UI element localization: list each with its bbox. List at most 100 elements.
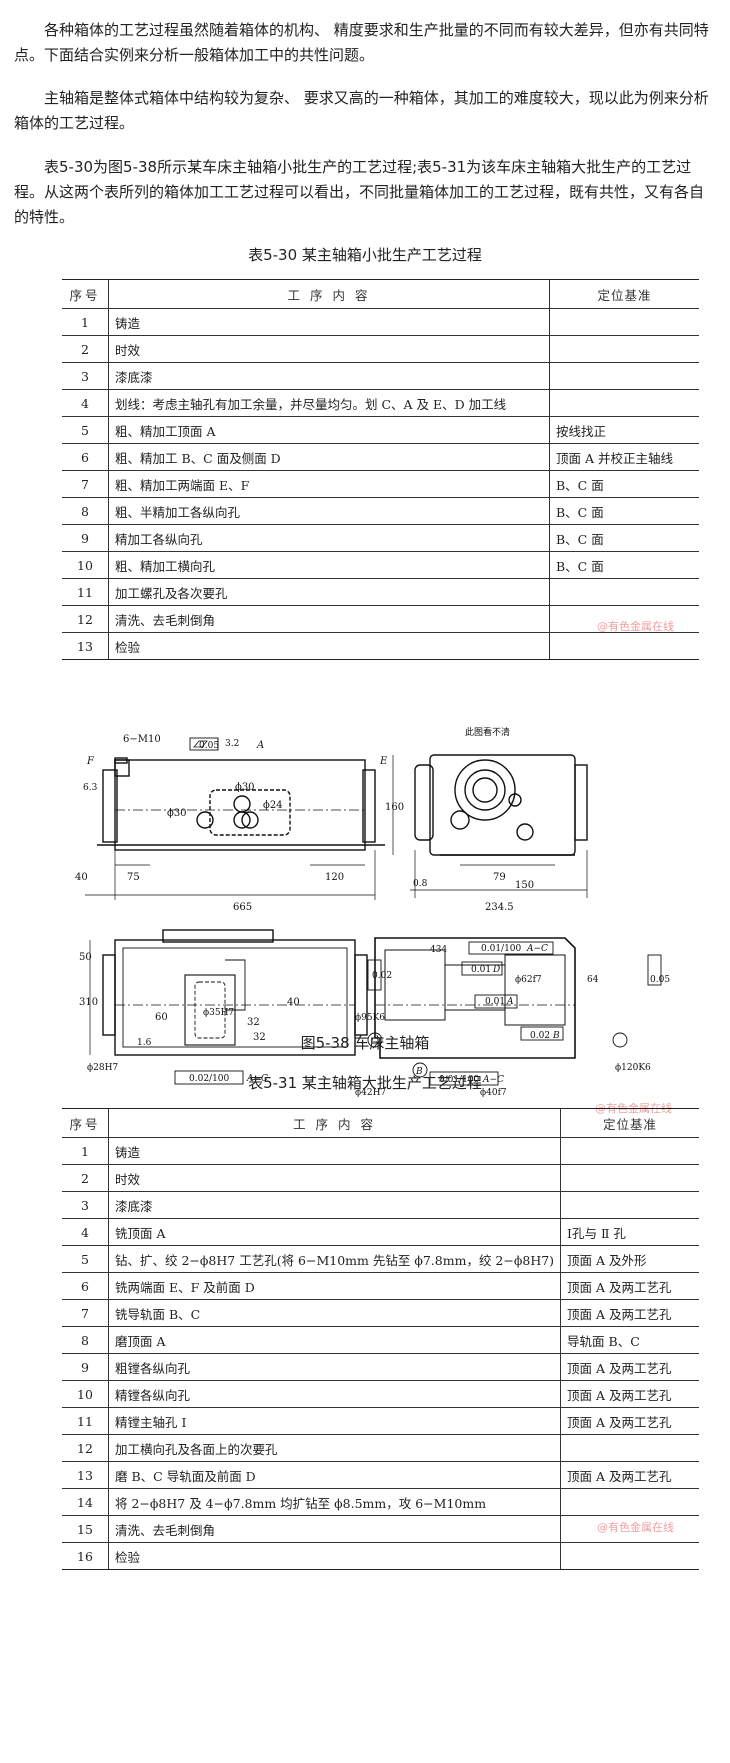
row-content: 漆底漆 xyxy=(108,362,550,390)
side-view xyxy=(392,754,588,898)
row-content: 时效 xyxy=(108,1164,562,1192)
row-number: 14 xyxy=(62,1488,109,1516)
label-roughness-08: 0.8 xyxy=(413,879,428,889)
label-dim-50: 50 xyxy=(79,952,92,963)
row-content: 铸造 xyxy=(108,308,550,336)
table-header-row: 序号 工 序 内 容 定位基准 xyxy=(62,1108,699,1138)
row-datum: 顶面 A 并校正主轴线 xyxy=(549,443,699,471)
label-dia-24: ϕ24 xyxy=(263,800,283,811)
row-number: 7 xyxy=(62,470,109,498)
row-content: 粗、半精加工各纵向孔 xyxy=(108,497,550,525)
label-datum-ac-bottom: A−C xyxy=(482,1075,504,1085)
row-content: 精加工各纵向孔 xyxy=(108,524,550,552)
row-number: 15 xyxy=(62,1515,109,1543)
row-datum xyxy=(560,1542,699,1570)
row-number: 7 xyxy=(62,1299,109,1327)
row-number: 13 xyxy=(62,1461,109,1489)
row-number: 6 xyxy=(62,443,109,471)
label-dim-40b: 40 xyxy=(287,997,300,1008)
row-datum: B、C 面 xyxy=(549,497,699,525)
row-datum: B、C 面 xyxy=(549,470,699,498)
row-content: 精镗主轴孔 Ⅰ xyxy=(108,1407,562,1435)
row-content: 清洗、去毛刺倒角 xyxy=(108,605,550,633)
row-number: 2 xyxy=(62,335,109,363)
label-parallel-001-b: 0.01 xyxy=(485,997,505,1007)
label-dim-2345: 234.5 xyxy=(485,902,514,913)
row-number: 5 xyxy=(62,1245,109,1273)
label-datum-c-circle: C xyxy=(371,1037,378,1047)
label-parallel-001: 0.01 xyxy=(471,965,491,975)
label-dia-30a: ϕ30 xyxy=(235,782,255,793)
col-header-datum: 定位基准 xyxy=(549,279,699,309)
label-datum-ac-left: A−C xyxy=(246,1074,268,1084)
row-datum xyxy=(549,578,699,606)
label-dim-32a: 32 xyxy=(247,1017,260,1028)
row-content: 粗镗各纵向孔 xyxy=(108,1353,562,1381)
row-datum xyxy=(549,605,699,633)
label-dim-160: 160 xyxy=(385,802,404,813)
label-roughness-left: 6.3 xyxy=(83,783,98,793)
row-content: 检验 xyxy=(108,632,550,660)
label-dim-40: 40 xyxy=(75,872,88,883)
col-header-content: 工 序 内 容 xyxy=(108,279,550,309)
label-dim-434: 434 xyxy=(430,945,447,955)
row-number: 8 xyxy=(62,1326,109,1354)
row-datum xyxy=(560,1164,699,1192)
label-dia-120k6: ϕ120K6 xyxy=(615,1063,651,1073)
label-dim-120: 120 xyxy=(325,872,344,883)
row-content: 加工螺孔及各次要孔 xyxy=(108,578,550,606)
row-number: 1 xyxy=(62,308,109,336)
label-thread: 6−M10 xyxy=(123,734,161,745)
row-number: 6 xyxy=(62,1272,109,1300)
watermark: @有色金属在线 xyxy=(597,1521,674,1534)
label-dia-40f7: ϕ40f7 xyxy=(480,1088,507,1098)
plan-view xyxy=(89,929,368,1085)
label-dim-79: 79 xyxy=(493,872,506,883)
row-content: 漆底漆 xyxy=(108,1191,562,1219)
row-datum: 顶面 A 及两工艺孔 xyxy=(560,1461,699,1489)
table2-caption: 表5-31 某主轴箱大批生产工艺过程 xyxy=(248,1074,482,1092)
row-number: 9 xyxy=(62,1353,109,1381)
label-face-e: E xyxy=(379,756,388,767)
row-number: 13 xyxy=(62,632,109,660)
row-content: 划线：考虑主轴孔有加工余量，并尽量均匀。划 C、A 及 E、D 加工线 xyxy=(108,389,550,417)
row-content: 清洗、去毛刺倒角 xyxy=(108,1515,562,1543)
label-datum-d: D xyxy=(492,965,500,975)
row-datum: 顶面 A 及两工艺孔 xyxy=(560,1299,699,1327)
watermark: @有色金属在线 xyxy=(597,620,674,633)
label-datum-b-circle: B xyxy=(415,1067,423,1077)
row-datum: Ⅰ孔与 Ⅱ 孔 xyxy=(560,1218,699,1246)
row-datum: 顶面 A 及两工艺孔 xyxy=(560,1272,699,1300)
row-number: 4 xyxy=(62,389,109,417)
label-datum-ac-top: A−C xyxy=(526,944,548,954)
row-number: 11 xyxy=(62,1407,109,1435)
front-view xyxy=(85,737,385,900)
row-datum: B、C 面 xyxy=(549,524,699,552)
row-number: 12 xyxy=(62,1434,109,1462)
table-header-row: 序号 工 序 内 容 定位基准 xyxy=(62,279,699,309)
row-datum xyxy=(560,1434,699,1462)
col-header-number: 序号 xyxy=(62,279,109,309)
row-datum: 顶面 A 及两工艺孔 xyxy=(560,1380,699,1408)
label-dim-60: 60 xyxy=(155,1012,168,1023)
row-number: 10 xyxy=(62,551,109,579)
label-datum-a: A xyxy=(506,997,514,1007)
label-roughness-16: 1.6 xyxy=(137,1038,152,1048)
